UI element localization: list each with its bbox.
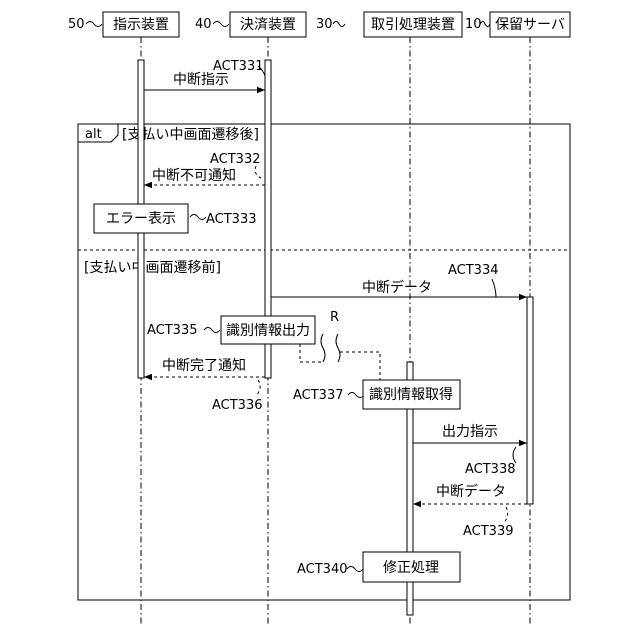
- message-act332: ACT332 中断不可通知: [144, 152, 265, 185]
- participant-number: 30: [316, 17, 333, 32]
- ref-leader: [204, 328, 220, 333]
- action-ref: ACT335: [147, 323, 198, 338]
- message-act338: 出力指示 ACT338: [413, 424, 527, 477]
- message-ref: ACT338: [465, 462, 516, 477]
- message-ref: ACT334: [448, 263, 499, 278]
- action-ref: ACT333: [206, 212, 257, 227]
- action-act333: エラー表示 ACT333: [94, 204, 257, 233]
- participant-name: 保留サーバ: [495, 17, 565, 33]
- ref-leader: [347, 567, 363, 572]
- participant-transaction-device: 30 取引処理装置: [316, 12, 462, 37]
- ref-leader: [348, 393, 364, 398]
- leader-squiggle: [86, 22, 102, 27]
- message-ref: ACT336: [212, 398, 263, 413]
- ref-leader: [513, 447, 516, 463]
- r-connector-in: [300, 344, 323, 362]
- message-act336: 中断完了通知 ACT336: [144, 357, 265, 413]
- participant-number: 10: [465, 17, 482, 32]
- annotation-label: R: [330, 310, 339, 325]
- message-ref: ACT332: [210, 152, 261, 167]
- leader-squiggle: [333, 22, 345, 27]
- r-connector-out: [340, 352, 380, 384]
- message-act334: ACT334 中断データ: [271, 263, 527, 297]
- message-label: 中断データ: [362, 279, 432, 296]
- r-symbol-left: [321, 334, 325, 362]
- action-label: 識別情報取得: [369, 386, 453, 403]
- participant-settlement-device: 40 決済装置: [195, 12, 306, 37]
- ref-leader: [190, 215, 206, 220]
- message-act331: ACT331 中断指示: [144, 59, 265, 90]
- message-label: 中断不可通知: [152, 167, 236, 184]
- alt-operator-label: alt: [85, 127, 102, 142]
- alt-guard-2: [支払い中画面遷移前]: [84, 259, 221, 276]
- participant-number: 40: [195, 17, 212, 32]
- action-label: 修正処理: [383, 560, 439, 576]
- ref-leader: [255, 166, 261, 178]
- leader-squiggle: [213, 22, 229, 27]
- message-label: 中断完了通知: [162, 357, 246, 374]
- action-label: 識別情報出力: [226, 323, 310, 339]
- participant-name: 決済装置: [240, 17, 296, 33]
- action-act340: ACT340 修正処理: [297, 552, 460, 582]
- action-act337: ACT337 識別情報取得: [293, 380, 460, 409]
- r-symbol-right: [336, 334, 340, 362]
- message-ref: ACT339: [463, 524, 514, 539]
- ref-leader: [504, 507, 508, 523]
- participant-name: 指示装置: [113, 17, 169, 33]
- message-label: 出力指示: [442, 424, 498, 440]
- participant-number: 50: [68, 17, 85, 32]
- ref-leader: [492, 279, 496, 297]
- action-label: エラー表示: [106, 211, 176, 227]
- action-act335: ACT335 識別情報出力: [147, 316, 315, 344]
- participant-instruction-device: 50 指示装置: [68, 12, 179, 37]
- action-ref: ACT337: [293, 388, 344, 403]
- activation-hold-server: [527, 297, 533, 504]
- action-ref: ACT340: [297, 562, 348, 577]
- message-label: 中断指示: [173, 72, 229, 88]
- message-label: 中断データ: [436, 483, 506, 500]
- participant-name: 取引処理装置: [371, 17, 455, 33]
- message-act339: 中断データ ACT339: [413, 483, 527, 539]
- ref-leader: [256, 380, 260, 396]
- participant-hold-server: 10 保留サーバ: [465, 12, 570, 37]
